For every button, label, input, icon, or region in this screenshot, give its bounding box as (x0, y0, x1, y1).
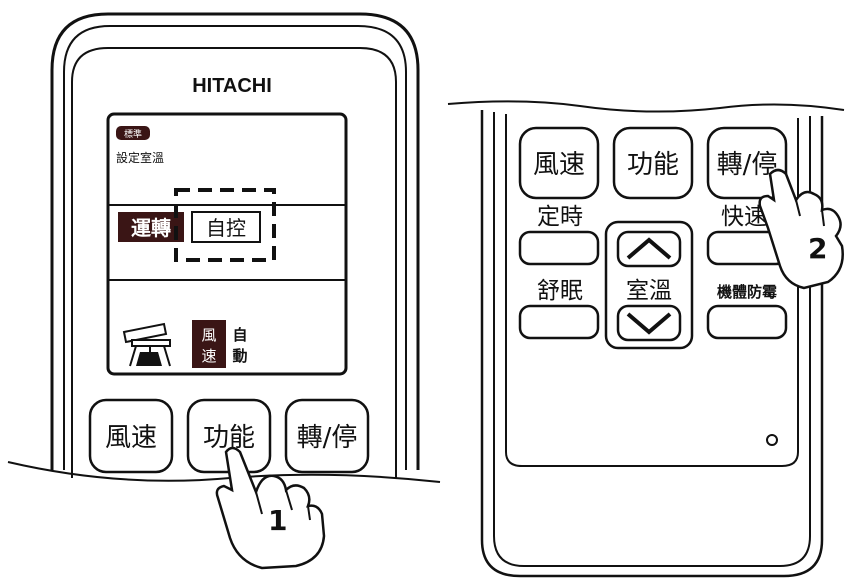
chevron-down-icon (626, 312, 672, 335)
timer-label: 定時 (537, 204, 583, 230)
standard-badge-text: 標準 (124, 128, 142, 140)
room-temp-label: 室溫 (626, 278, 672, 304)
step-1-number: 1 (268, 504, 287, 537)
run-indicator (118, 212, 184, 242)
fan-label-top: 風 (201, 326, 216, 344)
chevron-up-icon (626, 237, 672, 260)
right-remote: 風速 功能 轉/停 定時 舒眠 室溫 快速 機體防霉 (447, 100, 845, 578)
temp-up-button[interactable] (616, 230, 682, 268)
left-remote: HITACHI 標準 設定室溫 運轉 自控 風 (7, 12, 441, 570)
fan-speed-button-label: 風速 (105, 423, 157, 453)
function-button[interactable]: 功能 (186, 398, 272, 474)
right-power-button[interactable]: 轉/停 (706, 126, 788, 200)
mold-prevention-label: 機體防霉 (717, 283, 777, 301)
right-fan-speed-label: 風速 (533, 150, 585, 180)
right-function-button[interactable]: 功能 (612, 126, 694, 200)
run-label: 運轉 (131, 216, 171, 240)
right-fan-speed-button[interactable]: 風速 (518, 126, 600, 200)
brand-logo: HITACHI (192, 75, 272, 97)
fan-label-bottom: 速 (201, 347, 216, 365)
fan-auto-top: 自 (232, 326, 247, 344)
set-temp-label: 設定室溫 (116, 150, 164, 165)
fan-speed-button[interactable]: 風速 (88, 398, 174, 474)
fan-speed-indicator (192, 320, 226, 368)
auto-control-label: 自控 (206, 216, 246, 240)
indicator-light (766, 434, 778, 446)
temp-down-button[interactable] (616, 304, 682, 342)
power-button-label: 轉/停 (297, 423, 358, 453)
pressing-hand-icon (215, 446, 326, 570)
right-power-label: 轉/停 (717, 150, 778, 180)
quick-label: 快速 (721, 204, 767, 230)
pressing-hand-2-icon (758, 168, 844, 290)
sleep-label: 舒眠 (537, 278, 583, 304)
standard-badge (116, 126, 150, 140)
auto-control-highlight (174, 188, 276, 262)
step-2-number: 2 (808, 232, 827, 265)
swing-louver-icon (122, 322, 171, 367)
auto-control-box (191, 211, 261, 243)
right-function-label: 功能 (627, 150, 679, 180)
mold-prevention-button[interactable] (706, 304, 788, 340)
lcd-screen: 標準 設定室溫 運轉 自控 風 速 自 動 (106, 112, 348, 376)
fan-auto-bottom: 動 (232, 347, 247, 365)
power-button[interactable]: 轉/停 (284, 398, 370, 474)
sleep-button[interactable] (518, 304, 600, 340)
timer-button[interactable] (518, 230, 600, 266)
